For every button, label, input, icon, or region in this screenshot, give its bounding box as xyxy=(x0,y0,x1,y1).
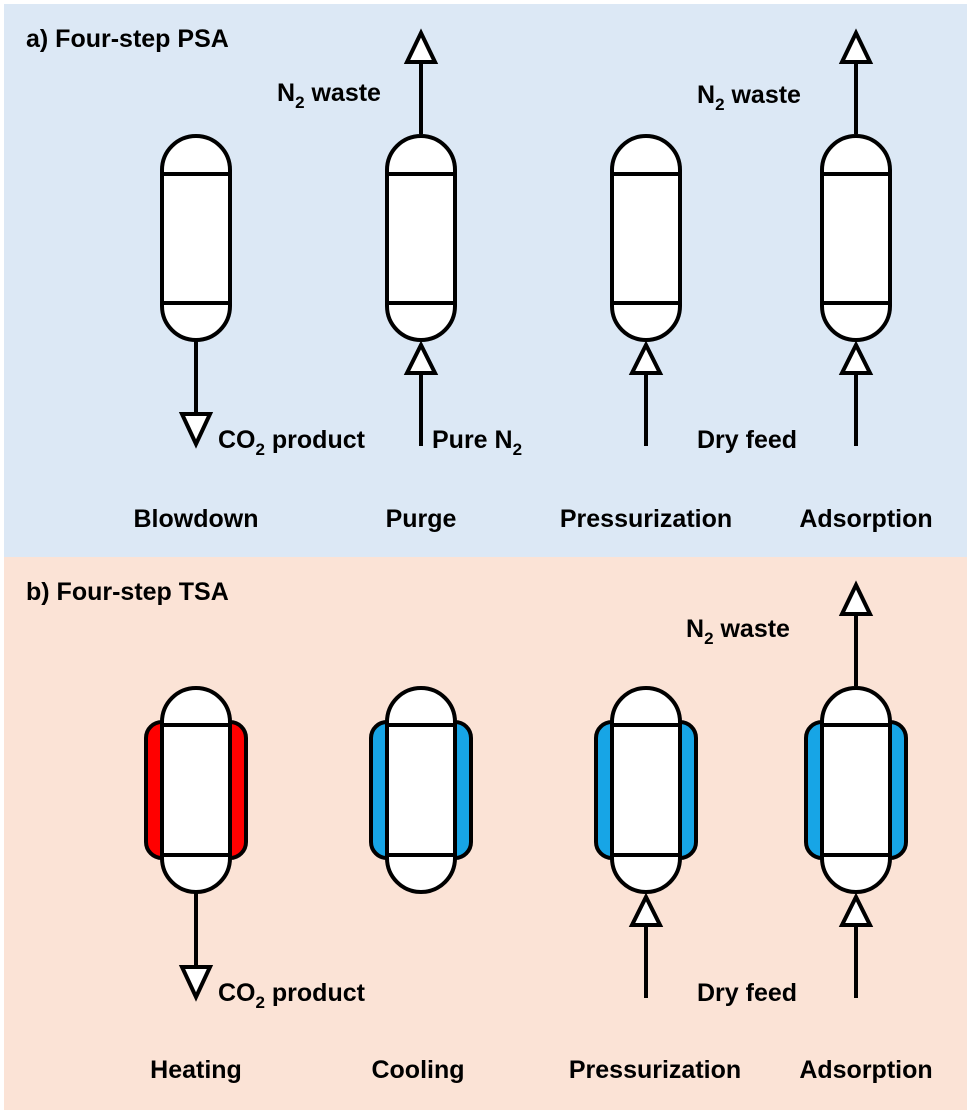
adsorption-column xyxy=(160,134,232,342)
flow-label-pure-n2: Pure N2 xyxy=(432,426,522,459)
adsorption-column xyxy=(160,686,232,894)
step-name-heating: Heating xyxy=(150,1056,242,1084)
tsa-panel-title: b) Four-step TSA xyxy=(26,578,229,606)
step-name-adsorption: Adsorption xyxy=(799,1056,932,1084)
arrow-down-icon xyxy=(178,412,214,449)
step-name-purge: Purge xyxy=(386,505,457,533)
adsorption-column xyxy=(610,134,682,342)
arrow-up-icon xyxy=(838,28,874,64)
adsorption-column xyxy=(820,134,892,342)
arrow-up-icon xyxy=(628,340,664,375)
step-name-adsorption: Adsorption xyxy=(799,505,932,533)
arrow-up-icon xyxy=(403,28,439,64)
arrow-down-icon xyxy=(178,965,214,1002)
arrow-up-icon xyxy=(838,340,874,375)
step-name-pressurization: Pressurization xyxy=(560,505,732,533)
adsorption-column xyxy=(610,686,682,894)
arrow-up-icon xyxy=(838,892,874,927)
adsorption-column xyxy=(385,134,457,342)
psa-step-pressurization: Dry feed Pressurization xyxy=(560,134,797,533)
arrow-up-icon xyxy=(403,340,439,375)
adsorption-column xyxy=(385,686,457,894)
flow-label-n2-waste: N2 waste xyxy=(277,79,381,112)
tsa-step-cooling: Cooling xyxy=(369,686,473,1084)
flow-label-dry-feed: Dry feed xyxy=(697,426,797,454)
flow-label-co2-product: CO2 product xyxy=(218,979,366,1012)
psa-step-blowdown: CO2 product Blowdown xyxy=(134,134,366,533)
tsa-step-adsorption: N2 waste Adsorption xyxy=(686,580,933,1084)
flow-label-n2-waste: N2 waste xyxy=(686,615,790,648)
adsorption-column xyxy=(820,686,892,894)
psa-step-adsorption: N2 waste Adsorption xyxy=(697,28,933,533)
arrow-up-icon xyxy=(838,580,874,616)
tsa-step-heating: CO2 product Heating xyxy=(144,686,366,1084)
flow-label-dry-feed: Dry feed xyxy=(697,979,797,1007)
step-name-cooling: Cooling xyxy=(371,1056,464,1084)
psa-panel-title: a) Four-step PSA xyxy=(26,25,229,53)
flow-label-co2-product: CO2 product xyxy=(218,426,366,459)
tsa-step-pressurization: Dry feed Pressurization xyxy=(569,686,797,1084)
flow-label-n2-waste: N2 waste xyxy=(697,81,801,114)
psa-step-purge: N2 waste Pure N2 Purge xyxy=(277,28,522,533)
arrow-up-icon xyxy=(628,892,664,927)
step-name-pressurization: Pressurization xyxy=(569,1056,741,1084)
step-name-blowdown: Blowdown xyxy=(134,505,259,533)
